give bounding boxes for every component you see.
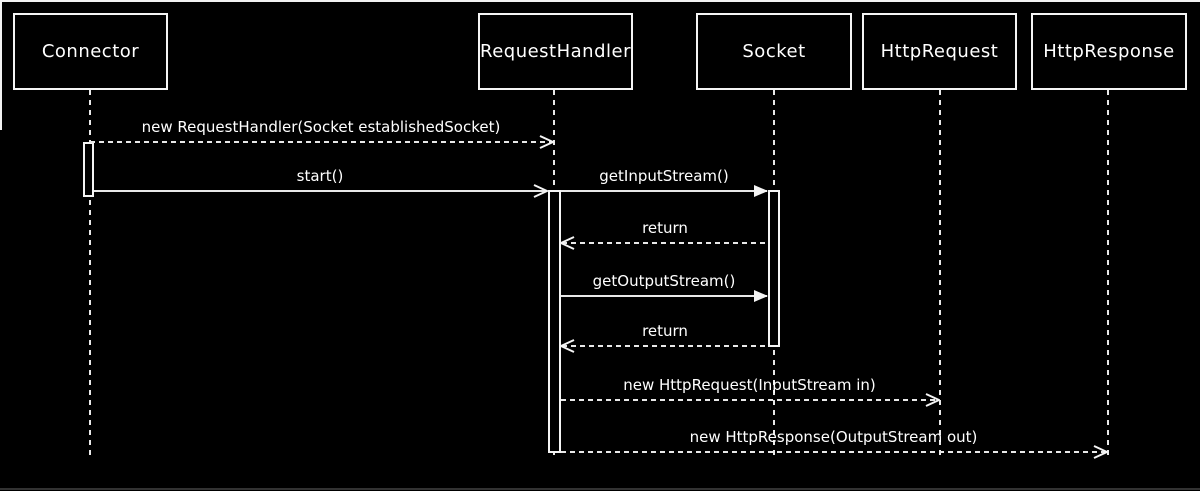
message-label-start: start() (296, 167, 344, 185)
message-label-new-httpresponse: new HttpResponse(OutputStream out) (689, 428, 978, 446)
participant-box-requesthandler: RequestHandler (478, 13, 633, 90)
message-label-getinputstream: getInputStream() (599, 167, 729, 185)
message-line-new-requesthandler (90, 141, 552, 143)
message-return-2: return (558, 321, 768, 353)
lifeline-httprequest (939, 90, 941, 458)
frame-left-line (0, 0, 2, 130)
arrowhead-open-right-icon (532, 184, 550, 198)
message-line-return-2 (562, 345, 768, 347)
message-line-new-httprequest (561, 399, 938, 401)
arrowhead-filled-right-icon (754, 290, 768, 302)
participant-label-connector: Connector (41, 41, 140, 62)
message-return-1: return (558, 218, 768, 250)
message-new-httpresponse: new HttpResponse(OutputStream out) (561, 427, 1110, 459)
message-line-start (94, 190, 546, 192)
lifeline-connector (89, 90, 91, 458)
message-label-return-1: return (642, 219, 688, 237)
message-start: start() (94, 166, 550, 198)
activation-bar-connector (83, 142, 94, 197)
arrowhead-open-left-icon (558, 339, 576, 353)
arrowhead-open-right-icon (538, 135, 556, 149)
frame-bottom-line (0, 488, 1200, 490)
participant-label-httpresponse: HttpResponse (1043, 41, 1175, 62)
message-line-return-1 (562, 242, 768, 244)
message-line-getoutputstream (561, 295, 767, 297)
message-label-getoutputstream: getOutputStream() (592, 272, 736, 290)
participant-label-requesthandler: RequestHandler (480, 41, 631, 62)
message-label-new-requesthandler: new RequestHandler(Socket establishedSoc… (141, 118, 501, 136)
activation-bar-socket (768, 190, 780, 347)
message-new-httprequest: new HttpRequest(InputStream in) (561, 375, 942, 407)
participant-box-httpresponse: HttpResponse (1031, 13, 1187, 90)
participant-box-connector: Connector (13, 13, 168, 90)
message-label-return-2: return (642, 322, 688, 340)
arrowhead-open-left-icon (558, 236, 576, 250)
frame-top-line (0, 0, 1200, 2)
arrowhead-open-right-icon (924, 393, 942, 407)
participant-box-httprequest: HttpRequest (862, 13, 1017, 90)
arrowhead-open-right-icon (1092, 445, 1110, 459)
participant-label-httprequest: HttpRequest (880, 41, 999, 62)
arrowhead-filled-right-icon (754, 185, 768, 197)
participant-label-socket: Socket (742, 41, 806, 62)
message-line-new-httpresponse (561, 451, 1106, 453)
message-getinputstream: getInputStream() (561, 166, 768, 197)
activation-bar-requesthandler (548, 190, 561, 453)
message-label-new-httprequest: new HttpRequest(InputStream in) (623, 376, 876, 394)
message-new-requesthandler: new RequestHandler(Socket establishedSoc… (90, 117, 556, 149)
message-line-getinputstream (561, 190, 767, 192)
message-getoutputstream: getOutputStream() (561, 271, 768, 302)
lifeline-httpresponse (1107, 90, 1109, 458)
participant-box-socket: Socket (696, 13, 852, 90)
